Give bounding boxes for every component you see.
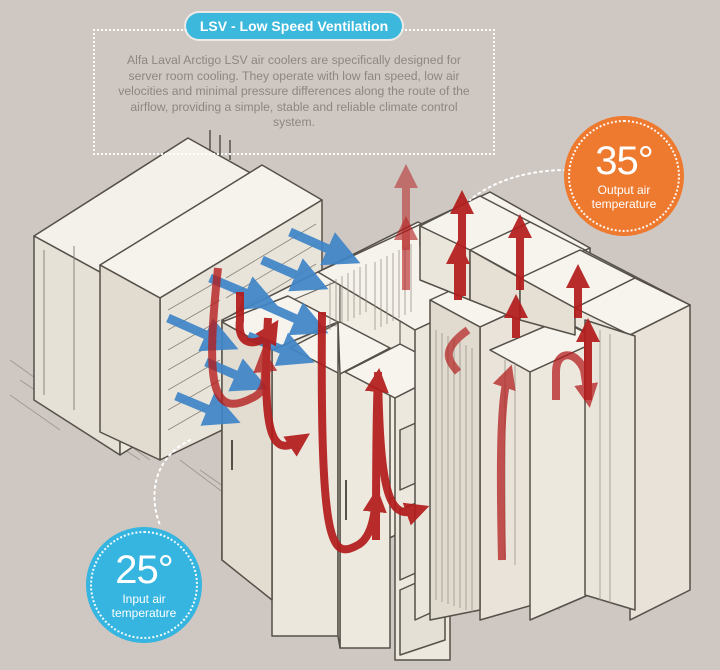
input-temperature-caption-2: temperature <box>111 606 177 620</box>
hot-air-arrow-icon <box>317 311 387 554</box>
cold-air-arrow-icon <box>260 255 329 292</box>
input-temperature-badge: 25° Input air temperature <box>86 527 202 643</box>
description-box: Alfa Laval Arctigo LSV air coolers are s… <box>93 29 495 155</box>
input-temperature-value: 25° <box>115 548 173 592</box>
hot-air-arrow-icon <box>552 351 599 408</box>
cold-air-arrow-icon <box>256 297 329 336</box>
output-temperature-badge: 35° Output air temperature <box>564 116 684 236</box>
description-text: Alfa Laval Arctigo LSV air coolers are s… <box>118 53 470 130</box>
cold-air-arrow-icon <box>288 227 361 266</box>
hot-air-arrows <box>208 164 600 561</box>
cold-air-arrow-icon <box>174 391 241 426</box>
hot-air-arrow-icon <box>262 317 310 457</box>
output-temperature-caption-1: Output air <box>597 183 651 197</box>
input-temperature-caption-1: Input air <box>122 592 166 606</box>
hot-air-arrow-icon <box>492 364 516 561</box>
hot-air-arrow-icon <box>444 326 471 375</box>
title-pill: LSV - Low Speed Ventilation <box>186 13 402 39</box>
badge-leader-lines <box>153 169 567 526</box>
output-temperature-caption-2: temperature <box>591 197 657 211</box>
hot-air-arrow-icon <box>374 371 430 526</box>
page-title: LSV - Low Speed Ventilation <box>199 18 389 34</box>
output-temperature-value: 35° <box>595 139 653 183</box>
